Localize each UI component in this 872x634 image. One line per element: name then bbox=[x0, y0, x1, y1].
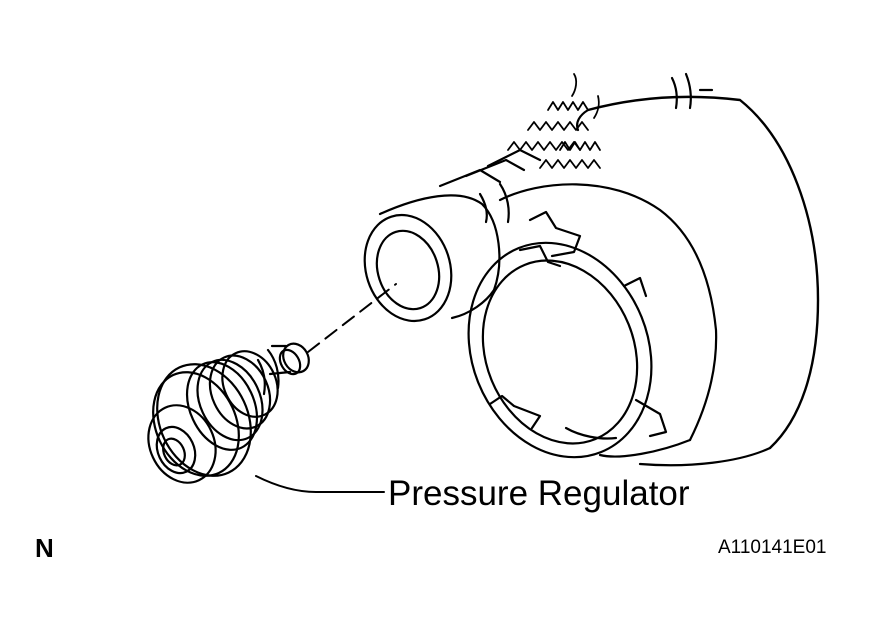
pressure-regulator-label: Pressure Regulator bbox=[388, 474, 690, 513]
regulator-bore bbox=[363, 148, 542, 323]
mounting-bracket bbox=[467, 210, 668, 459]
fuel-pump-body bbox=[498, 72, 820, 467]
view-letter-label: N bbox=[35, 533, 54, 563]
pressure-regulator-part bbox=[147, 342, 310, 484]
callout-leader-line bbox=[255, 475, 385, 493]
terminal-coils bbox=[507, 73, 601, 169]
figure-code-label: A110141E01 bbox=[718, 537, 827, 558]
installation-axis-line bbox=[307, 283, 397, 353]
